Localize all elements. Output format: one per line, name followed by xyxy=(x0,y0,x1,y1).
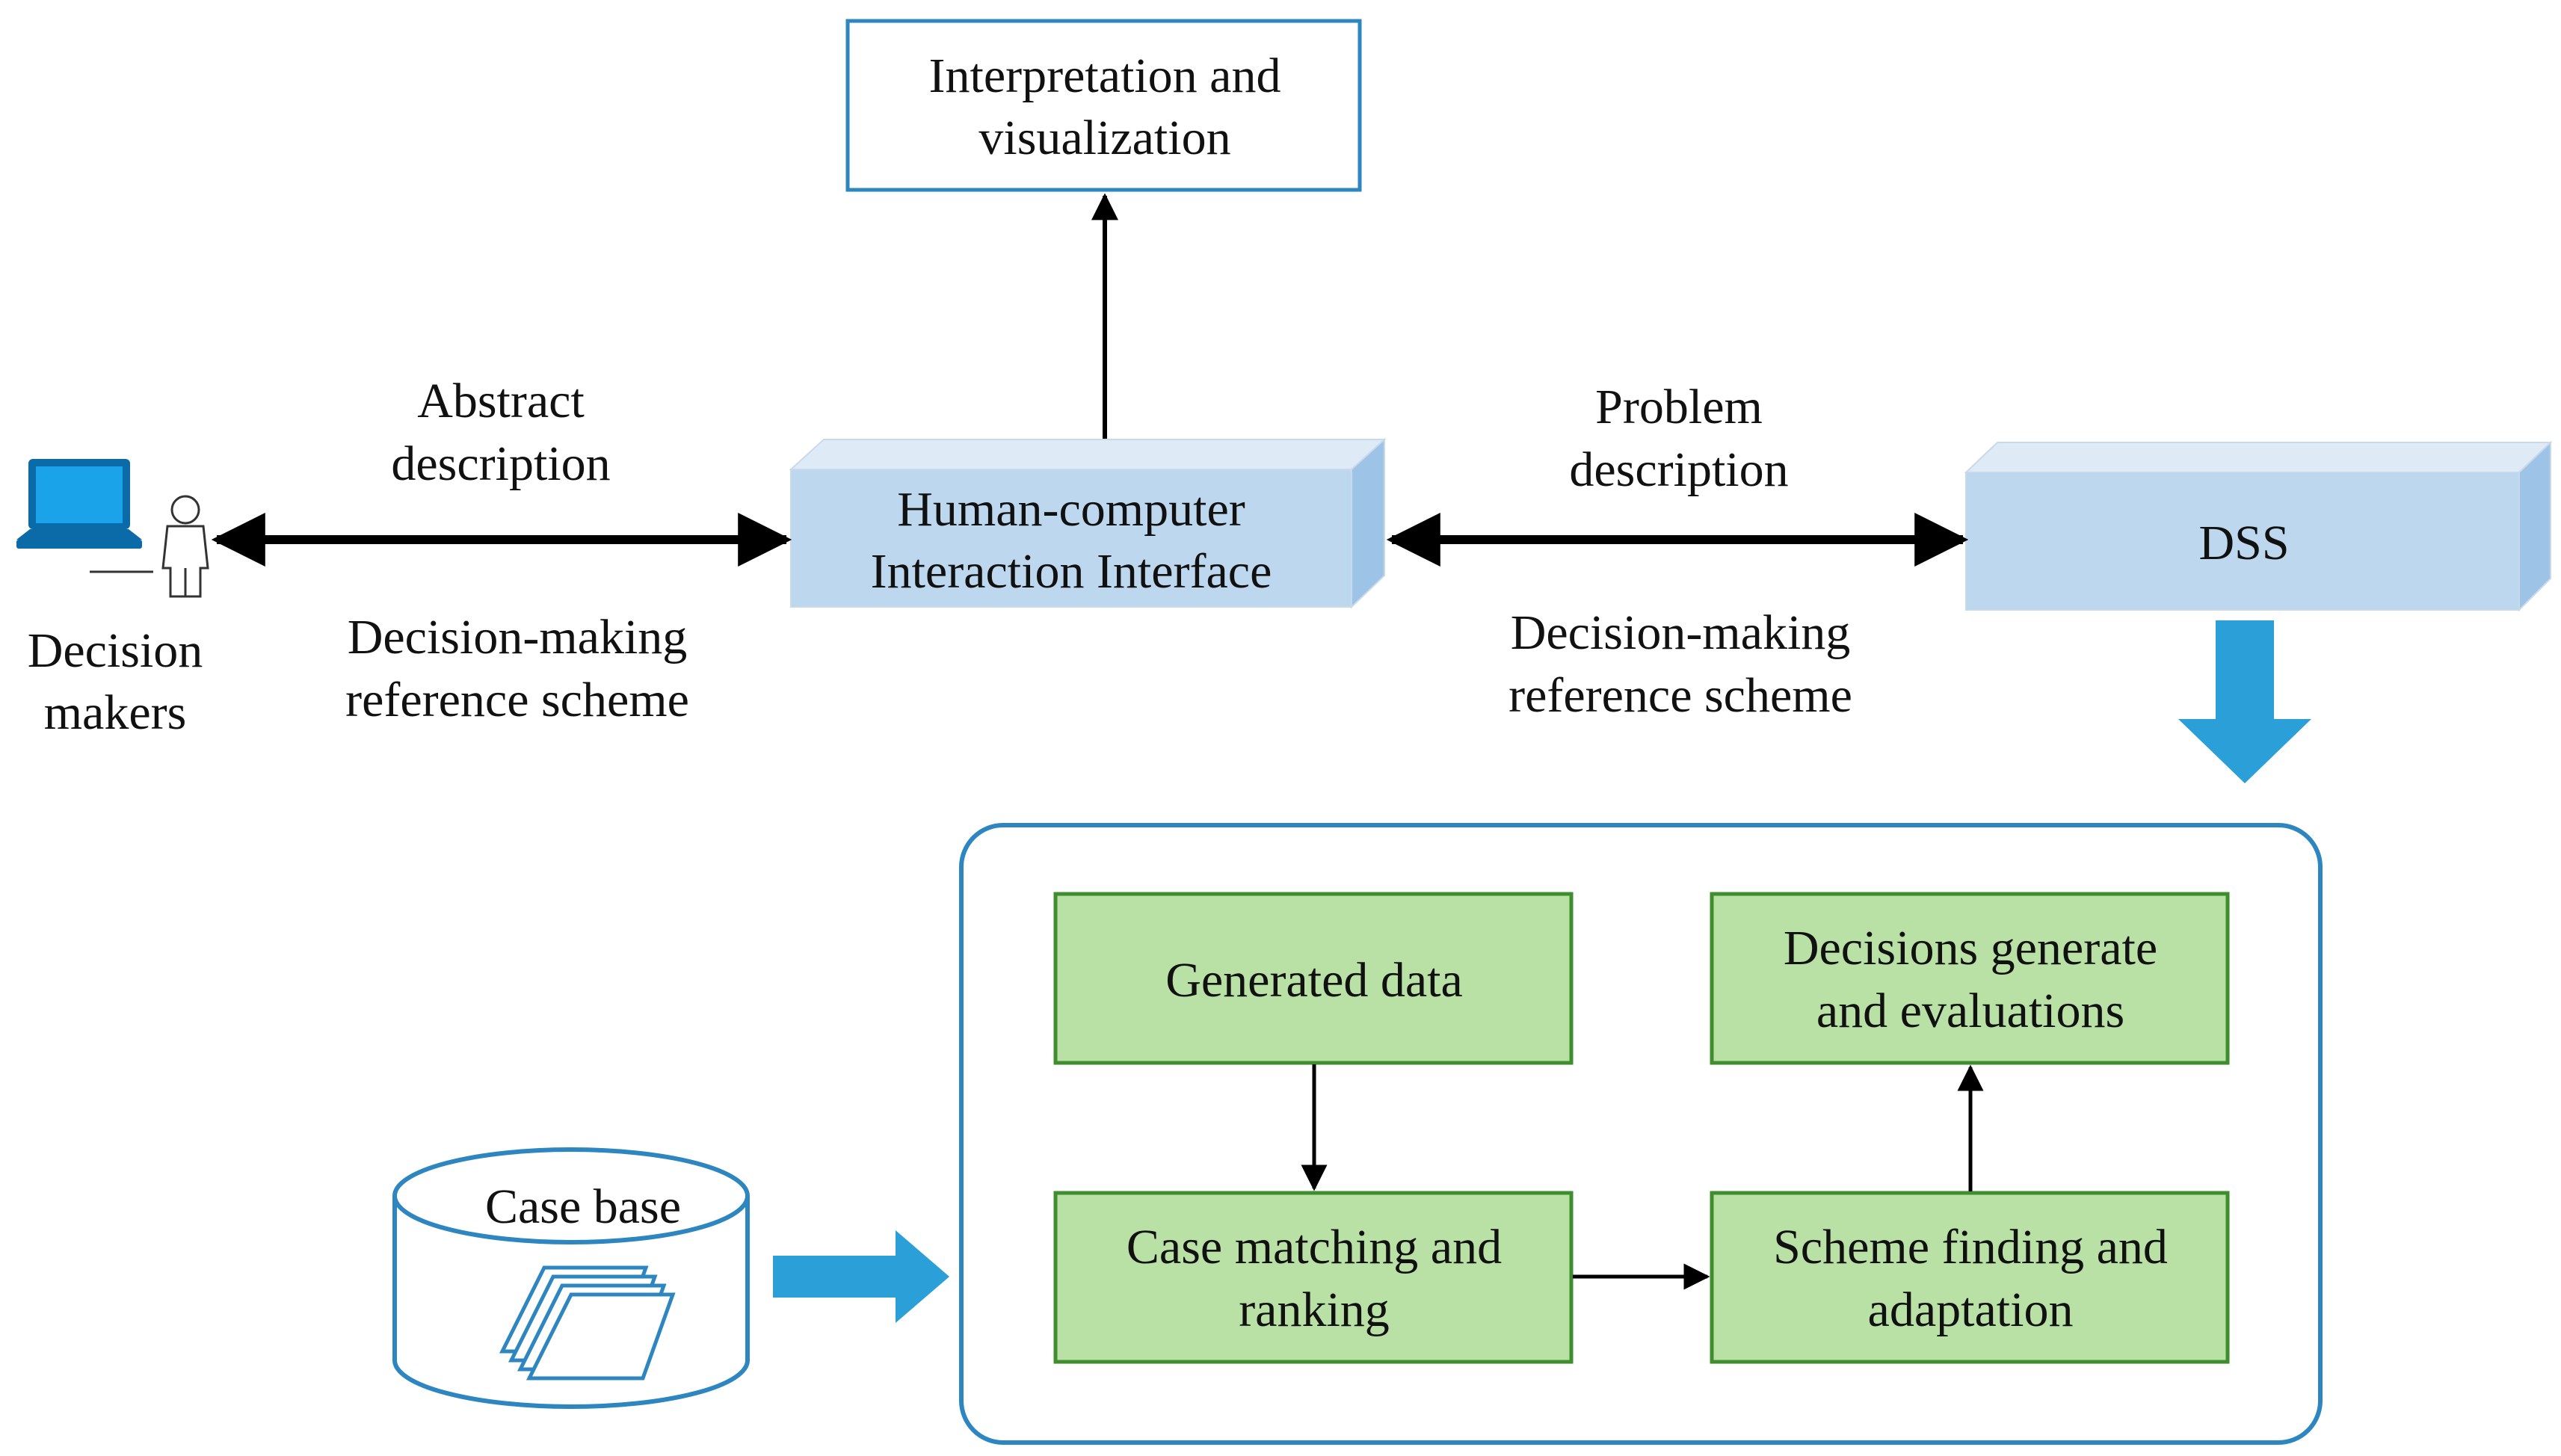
interpretation-label-1: Interpretation and xyxy=(929,49,1281,103)
decision-makers-label-1: Decision xyxy=(28,623,203,678)
scheme-finding-box xyxy=(1710,1191,2230,1364)
interpretation-label-2: visualization xyxy=(979,111,1230,165)
label-abstract-2: description xyxy=(391,437,610,491)
label-right-scheme-2: reference scheme xyxy=(1508,668,1852,723)
person-icon xyxy=(161,495,209,598)
arrow-dss-to-process xyxy=(2178,620,2311,783)
case-matching-label-2: ranking xyxy=(1239,1283,1390,1337)
case-matching-label-1: Case matching and xyxy=(1127,1220,1502,1274)
hci-label-1: Human-computer xyxy=(897,482,1245,537)
label-problem-1: Problem xyxy=(1595,380,1763,434)
label-abstract-1: Abstract xyxy=(417,374,585,428)
label-right-scheme-1: Decision-making xyxy=(1511,605,1851,660)
hci-label-2: Interaction Interface xyxy=(871,544,1272,599)
generated-data-box xyxy=(1053,892,1574,1065)
dss-label: DSS xyxy=(2198,516,2289,570)
decisions-box xyxy=(1710,892,2230,1065)
decision-makers-label-2: makers xyxy=(44,685,187,740)
hci-box xyxy=(789,437,1387,609)
case-matching-box xyxy=(1053,1191,1574,1364)
generated-data-label: Generated data xyxy=(1165,953,1463,1008)
label-left-scheme-2: reference scheme xyxy=(345,673,689,727)
scheme-finding-label-2: adaptation xyxy=(1868,1283,2074,1337)
arrow-casebase-to-process xyxy=(773,1230,949,1323)
decisions-label-1: Decisions generate xyxy=(1784,921,2157,975)
dss-box xyxy=(1964,440,2553,612)
interpretation-box xyxy=(845,19,1362,192)
decisions-label-2: and evaluations xyxy=(1816,984,2124,1038)
label-problem-2: description xyxy=(1569,442,1788,497)
laptop-icon xyxy=(16,459,153,573)
case-base-label: Case base xyxy=(485,1179,681,1234)
scheme-finding-label-1: Scheme finding and xyxy=(1773,1220,2168,1274)
label-left-scheme-1: Decision-making xyxy=(348,610,688,664)
document-stack-icon xyxy=(499,1265,676,1381)
